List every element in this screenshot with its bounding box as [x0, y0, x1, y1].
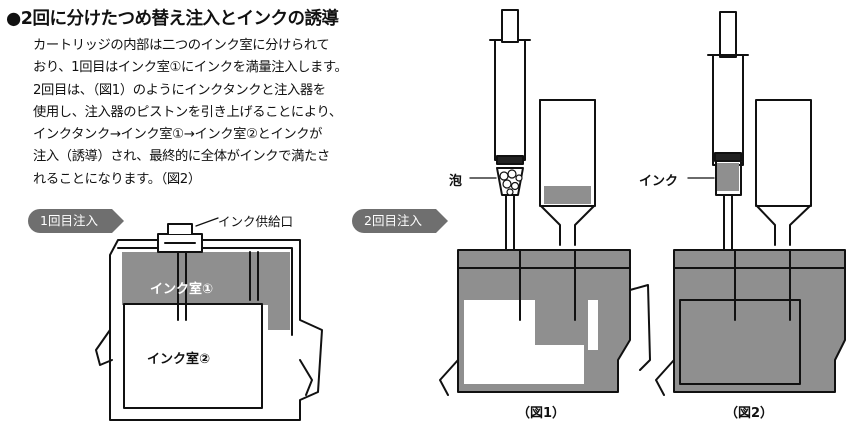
- first-fill-badge: 1回目注入: [28, 209, 124, 233]
- syringe-barrel-2: [712, 54, 744, 166]
- figure-2-caption: （図2）: [725, 406, 774, 421]
- description: カートリッジの内部は二つのインク室に分けられて おり、1回目はインク室①にインク…: [33, 35, 453, 191]
- ink-chamber-1-fill: [122, 252, 290, 305]
- description-line: れることになります。（図2）: [33, 171, 201, 187]
- description-line: カートリッジの内部は二つのインク室に分けられて: [33, 38, 330, 53]
- description-line: おり、1回目はインク室①にインクを満量注入します。: [33, 60, 348, 76]
- supply-port-label: インク供給口: [218, 214, 294, 229]
- ink-tank-2: [755, 99, 812, 207]
- ink-label: インク: [639, 174, 679, 189]
- section-title: ●2回に分けたつめ替え注入とインクの誘導: [6, 9, 339, 29]
- cartridge-diagram-1: [95, 217, 323, 421]
- description-line: 注入（誘導）され、最終的に全体がインクで満たさ: [33, 149, 330, 165]
- description-line: インクタンク→インク室①→インク室②とインクが: [33, 127, 323, 143]
- second-fill-badge: 2回目注入: [352, 209, 448, 233]
- bubble-label: 泡: [449, 174, 463, 189]
- syringe-piston: [496, 155, 524, 165]
- figure-2: [655, 11, 846, 396]
- figure-1-caption: （図1）: [517, 406, 566, 421]
- description-line: 2回目は、（図1）のようにインクタンクと注入器を: [33, 82, 326, 98]
- figure-1: [439, 9, 651, 396]
- syringe-ink: [717, 163, 739, 191]
- chamber-1-label: インク室①: [150, 282, 214, 297]
- ink-column-fill: [268, 252, 290, 330]
- bubbles: [499, 169, 523, 196]
- cartridge-outer-shell: [109, 239, 323, 421]
- syringe-barrel: [494, 39, 526, 161]
- ink-chamber-2: [123, 303, 263, 409]
- cartridge-fig2: [673, 249, 846, 393]
- description-line: 使用し、注入器のピストンを引き上げることにより、: [33, 104, 342, 120]
- syringe-plunger-2: [719, 11, 737, 58]
- chamber-2-label: インク室②: [147, 352, 211, 367]
- tank-ink: [544, 186, 591, 204]
